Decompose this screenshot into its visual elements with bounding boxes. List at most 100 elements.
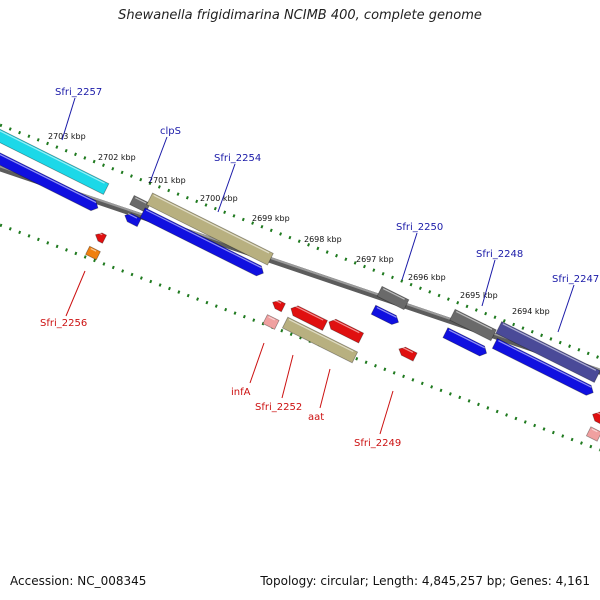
scale-tick-label: 2701 kbp [148,176,186,185]
cds-sfri-2254-bar [139,207,264,277]
cds-sfri-2247-bar-gloss [498,340,592,388]
gene-sfri-2248-bar [449,308,497,342]
reverse-label-leader [249,342,265,384]
gene-labels-layer: Sfri_2257 clpS Sfri_2254Sfri_2250Sfri_2248… [40,87,599,449]
gene-sfri-2248-bar-shape [449,308,497,342]
scale-tick-label: 2697 kbp [356,255,394,264]
cds-infa-bar [272,299,286,313]
reverse-gene-label: infA [231,387,251,398]
gene-sfri-2250-bar [376,285,410,311]
forward-dotted-track [0,123,600,360]
reverse-label-leader [281,354,294,399]
genome-summary-text: Topology: circular; Length: 4,845,257 bp… [260,574,590,588]
cds-sfri-2249-bar-shape [398,346,418,362]
cds-sfri-2248-bar-shape [442,327,488,357]
gene-sfri-2256-bar-gloss [90,247,97,252]
cds-sfri-2254-bar-gloss [145,209,262,269]
gene-clps-bar-gloss [135,197,147,204]
cds-sfri-2248-bar [442,327,488,357]
cds-sfri-2256-bar-shape [94,232,108,244]
cds-sfri-2252-bar-gloss [294,305,324,321]
gene-sfri-2252-bar [281,316,359,364]
gene-sfri-2254-bar-gloss [153,194,270,254]
scale-tick-label: 2702 kbp [98,153,136,162]
gene-sfri-2247-bar-shape [495,321,600,383]
cds-sfri-2256-bar-gloss [98,232,103,236]
gene-sfri-2256-bar-shape [85,245,101,261]
forward-gene-label: Sfri_2247 [552,274,599,285]
scale-tick-label: 2694 kbp [512,307,550,316]
cds-sfri-2254-bar-shape [139,207,264,277]
forward-label-leader [61,97,76,141]
cds-edge-right-bar-gloss [595,411,600,416]
scale-tick-label: 2695 kbp [460,291,498,300]
cds-clps-bar-shape [124,213,142,228]
reverse-gene-label: aat [308,412,324,423]
gene-sfri-2247-bar [495,321,600,383]
cds-sfri-2256-bar [94,232,108,244]
gene-sfri-2250-bar-gloss [382,288,405,300]
forward-label-leader [217,163,236,213]
forward-label-leader [149,136,168,183]
gene-sfri-2252-bar-gloss [288,318,354,353]
cds-sfri-2249-bar-gloss [401,346,414,354]
cds-sfri-2248-bar-gloss [448,329,486,349]
gene-edge-right-bar [585,426,600,442]
cds-aat-bar-gloss [332,318,360,334]
forward-gene-label: Sfri_2254 [214,153,261,164]
reverse-label-leader [65,270,86,317]
cds-sfri-2247-bar-shape [491,337,594,396]
reverse-label-leader [379,390,394,435]
scale-tick-label: 2696 kbp [408,273,446,282]
gene-sfri-2247-bar-gloss [502,323,597,371]
cds-infa-bar-shape [272,300,286,313]
gene-sfri-2257-bar-gloss [0,127,105,184]
cds-sfri-2257-bar [0,146,99,212]
cds-edge-right-bar-shape [592,411,600,425]
gene-sfri-2257-bar-shape [0,125,110,195]
cds-sfri-2250-bar [370,304,400,325]
reverse-dotted-track [0,223,600,452]
cds-sfri-2257-bar-shape [0,146,99,212]
gene-infa-bar-gloss [268,316,276,321]
cds-sfri-2250-bar-gloss [376,306,397,318]
cds-sfri-2247-bar [491,337,594,396]
cds-infa-bar-gloss [275,299,282,304]
cds-aat-bar-shape [328,318,365,344]
gene-sfri-2250-bar-shape [376,285,410,311]
cds-aat-bar [328,318,365,344]
gene-sfri-2254-bar [146,192,274,266]
forward-label-leader [401,232,418,281]
gene-infa-bar-shape [262,314,280,330]
accession-text: Accession: NC_008345 [10,574,147,588]
features-layer [0,125,600,442]
gene-infa-bar [262,314,280,330]
gene-edge-right-bar-gloss [591,428,598,433]
gene-edge-right-bar-shape [585,426,600,442]
forward-gene-label: Sfri_2248 [476,249,523,260]
cds-sfri-2252-bar-shape [290,305,328,331]
forward-label-leader [557,284,575,333]
forward-gene-label: Sfri_2257 [55,87,102,98]
map-title: Shewanella frigidimarina NCIMB 400, comp… [118,8,482,23]
cds-clps-bar-gloss [127,213,138,219]
reverse-gene-label: Sfri_2256 [40,318,87,329]
scale-tick-label: 2703 kbp [48,132,86,141]
cds-edge-right-bar [592,411,600,425]
forward-gene-label: Sfri_2250 [396,222,443,233]
gene-sfri-2254-bar-shape [146,192,274,266]
scale-tick-label: 2700 kbp [200,194,238,203]
reverse-label-leader [319,368,331,409]
scale-ticks-layer: 2703 kbp 2702 kbp 2701 kbp 2700 kbp 2699 kbp… [48,132,550,316]
forward-label-leader [481,259,496,307]
gene-sfri-2248-bar-gloss [455,311,493,331]
gene-sfri-2252-bar-shape [281,316,359,364]
scale-tick-label: 2699 kbp [252,214,290,223]
forward-gene-label: clpS [160,126,181,137]
cds-sfri-2252-bar [290,305,328,331]
cds-sfri-2257-bar-gloss [0,148,97,204]
gene-sfri-2257-bar [0,125,110,195]
gene-sfri-2256-bar [85,245,101,261]
